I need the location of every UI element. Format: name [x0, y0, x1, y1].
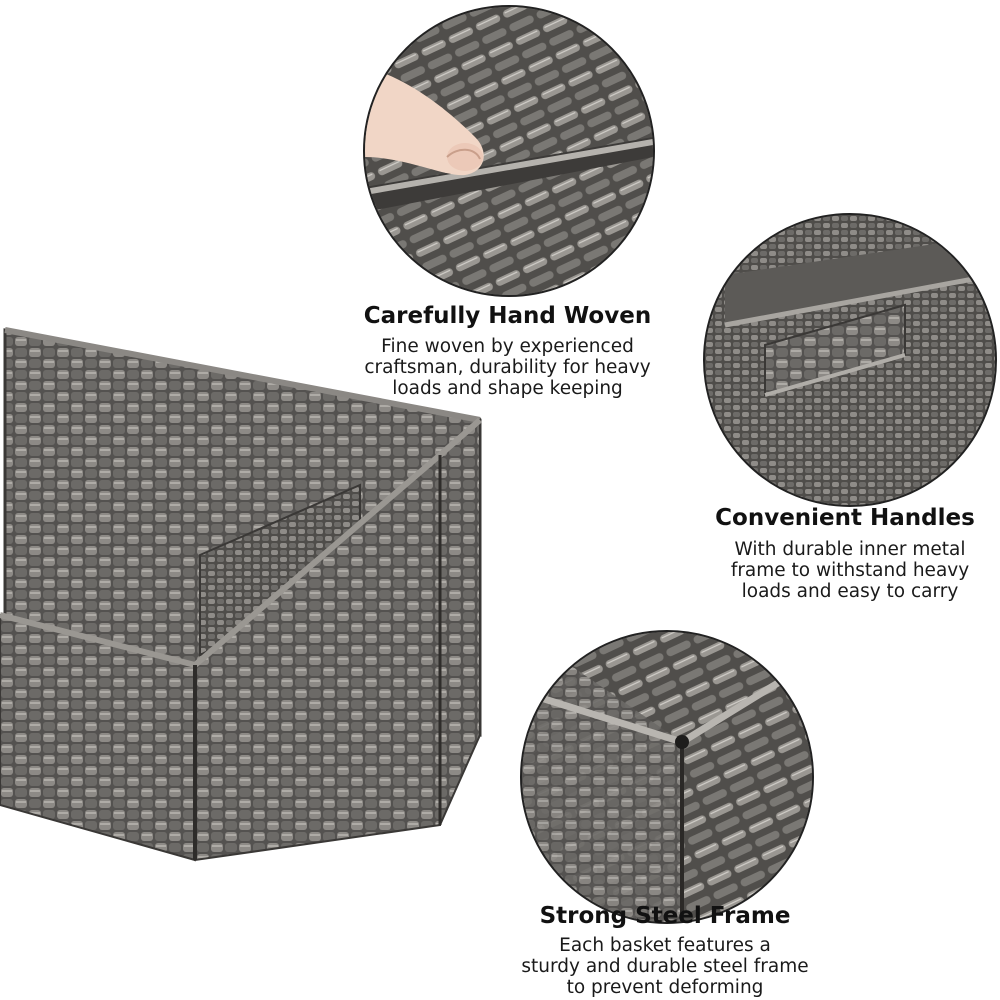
feature-desc-handles: With durable inner metal frame to withst…	[700, 539, 1000, 602]
desc-line: loads and shape keeping	[392, 378, 623, 399]
feature-title-hand-woven: Carefully Hand Woven	[363, 303, 652, 329]
woven-closeup-circle	[363, 5, 655, 297]
feature-desc-steel-frame: Each basket features a sturdy and durabl…	[470, 935, 860, 998]
desc-line: craftsman, durability for heavy	[364, 357, 651, 378]
handle-closeup-circle	[703, 213, 997, 507]
desc-line: sturdy and durable steel frame	[521, 956, 809, 977]
feature-title-steel-frame: Strong Steel Frame	[539, 903, 791, 929]
desc-line: loads and easy to carry	[741, 581, 959, 602]
desc-line: Each basket features a	[559, 935, 771, 956]
basket-main-image	[0, 325, 500, 865]
desc-line: to prevent deforming	[566, 977, 764, 998]
feature-title-handles: Convenient Handles	[715, 505, 975, 531]
desc-line: With durable inner metal	[734, 539, 966, 560]
feature-desc-hand-woven: Fine woven by experienced craftsman, dur…	[325, 336, 690, 399]
steel-frame-closeup-circle	[520, 630, 814, 924]
desc-line: Fine woven by experienced	[381, 336, 634, 357]
desc-line: frame to withstand heavy	[730, 560, 970, 581]
